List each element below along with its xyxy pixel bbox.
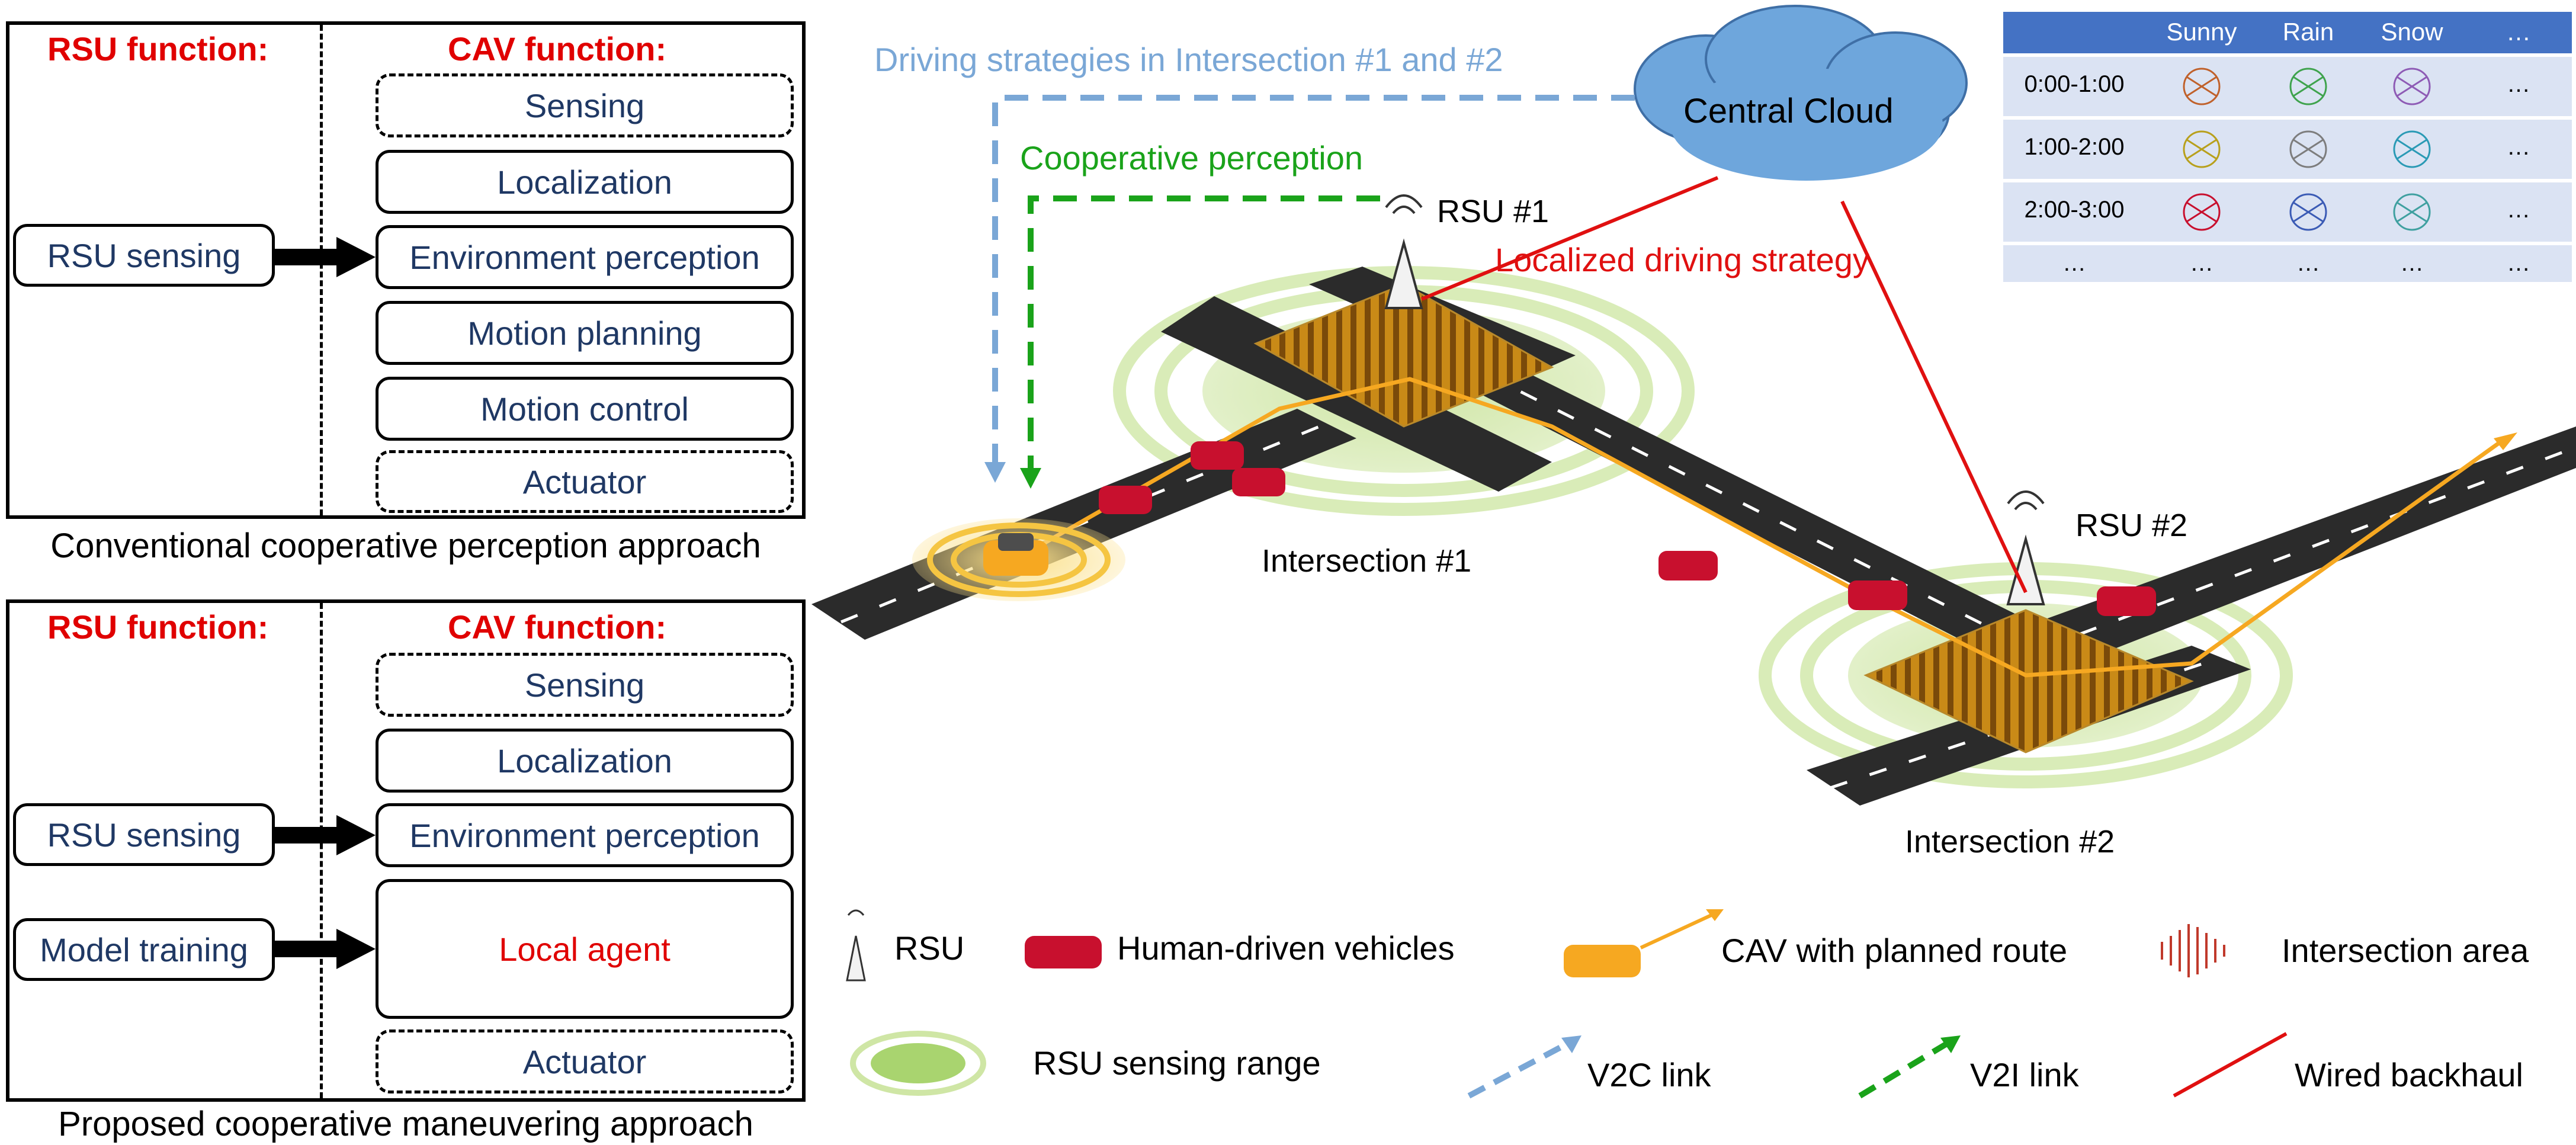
legend-v2c-label: V2C link <box>1587 1056 1711 1093</box>
v2i-arrowhead <box>1020 468 1041 489</box>
model-training-arrow <box>272 929 376 969</box>
wired-backhaul-rsu2 <box>1840 200 2028 594</box>
conventional-caption: Conventional cooperative perception appr… <box>50 527 761 565</box>
cav-function-header-2: CAV function: <box>448 608 667 646</box>
table-cell-more: … <box>2507 197 2530 223</box>
cooperative-perception-label: Cooperative perception <box>1020 139 1364 177</box>
rsu-sensing-box-2: RSU sensing <box>13 803 275 866</box>
cav-box-localization-2: Localization <box>376 729 794 793</box>
legend-v2i-label: V2I link <box>1970 1056 2079 1093</box>
legend-wired-backhaul-label: Wired backhaul <box>2295 1056 2523 1093</box>
legend-cav-icon <box>1564 909 1724 977</box>
legend-v2i-icon <box>1858 1035 1961 1099</box>
human-vehicles <box>1099 441 2156 616</box>
legend-intersection-area-label: Intersection area <box>2282 932 2529 969</box>
table-cell-time: 2:00-3:00 <box>2024 197 2125 223</box>
table-cell-ellipsis: … <box>2507 250 2530 276</box>
legend-car-icon <box>1025 936 1102 968</box>
table-row <box>2003 120 2572 179</box>
table-col-header-sunny: Sunny <box>2166 18 2237 46</box>
legend-cav-route-label: CAV with planned route <box>1721 932 2068 969</box>
intersection2-area <box>1863 609 2194 753</box>
rsu2-label: RSU #2 <box>2075 508 2188 543</box>
cav-function-header: CAV function: <box>448 30 667 68</box>
table-cell-ellipsis: … <box>2062 250 2086 276</box>
cav-box-environment-perception-2: Environment perception <box>376 803 794 867</box>
table-col-header-rain: Rain <box>2282 18 2334 46</box>
proposed-caption: Proposed cooperative maneuvering approac… <box>58 1105 753 1143</box>
table-row <box>2003 57 2572 116</box>
rsu2-tower <box>2006 490 2045 605</box>
route-arrowhead <box>2494 432 2517 450</box>
rsu-function-header: RSU function: <box>47 30 269 68</box>
strategy-table: Sunny Rain Snow … 0:00-1:00 1:00-2:00 2:… <box>2003 12 2572 282</box>
rsu-sensing-arrow-2 <box>272 815 376 855</box>
cav-box-local-agent: Local agent <box>376 879 794 1019</box>
cav-box-environment-perception: Environment perception <box>376 225 794 289</box>
v2c-arrowhead <box>984 462 1006 483</box>
table-cell-ellipsis: … <box>2400 250 2424 276</box>
localized-strategy-label: Localized driving strategy <box>1495 241 1869 278</box>
intersection1-label: Intersection #1 <box>1262 543 1472 579</box>
legend-sensing-icon <box>850 1031 986 1096</box>
v2c-link <box>992 95 1635 462</box>
cav-box-motion-control: Motion control <box>376 377 794 441</box>
table-col-header-snow: Snow <box>2381 18 2443 46</box>
driving-strategies-label: Driving strategies in Intersection #1 an… <box>874 41 1503 78</box>
table-row <box>2003 245 2572 282</box>
v2i-link <box>1028 195 1380 468</box>
legend-human-vehicles-label: Human-driven vehicles <box>1117 929 1455 967</box>
rsu-function-header-2: RSU function: <box>47 608 269 646</box>
panel-divider-2 <box>320 603 323 1098</box>
table-model-icons <box>2183 68 2431 231</box>
cav-box-actuator-2: Actuator <box>376 1029 794 1093</box>
table-cell-more: … <box>2507 71 2530 97</box>
cav-planned-route <box>1029 377 2507 678</box>
cav-box-actuator: Actuator <box>376 450 794 513</box>
rsu1-tower <box>1384 194 1423 309</box>
legend-sensing-range-label: RSU sensing range <box>1033 1044 1321 1082</box>
rsu-sensing-box: RSU sensing <box>13 224 275 287</box>
rsu1-label: RSU #1 <box>1437 194 1550 229</box>
cav-box-motion-planning: Motion planning <box>376 301 794 365</box>
table-row <box>2003 182 2572 242</box>
network-icon <box>2183 68 2431 231</box>
table-cell-ellipsis: … <box>2296 250 2320 276</box>
rsu-to-perception-arrow <box>272 237 376 277</box>
cav-box-localization: Localization <box>376 150 794 214</box>
legend-rsu-label: RSU <box>894 929 965 967</box>
intersection1-area <box>1253 283 1554 428</box>
table-col-header-more: … <box>2506 18 2531 46</box>
table-cell-time: 1:00-2:00 <box>2024 134 2125 160</box>
cav-box-sensing-2: Sensing <box>376 653 794 717</box>
legend-rsu-icon <box>846 909 866 982</box>
legend-v2c-icon <box>1467 1035 1581 1099</box>
cav-box-sensing: Sensing <box>376 73 794 137</box>
central-cloud-label: Central Cloud <box>1683 92 1894 130</box>
wired-backhaul-rsu1 <box>1420 176 1719 301</box>
panel-divider <box>320 25 323 515</box>
table-header-row <box>2003 12 2572 53</box>
cav-vehicle <box>912 518 1125 601</box>
intersection2-label: Intersection #2 <box>1905 824 2115 859</box>
model-training-box: Model training <box>13 918 275 981</box>
legend-wired-icon <box>2173 1032 2288 1098</box>
central-cloud <box>1634 5 1968 181</box>
table-cell-ellipsis: … <box>2190 250 2214 276</box>
legend-intersection-icon <box>2161 924 2225 977</box>
table-cell-time: 0:00-1:00 <box>2024 71 2125 97</box>
table-cell-more: … <box>2507 134 2530 160</box>
